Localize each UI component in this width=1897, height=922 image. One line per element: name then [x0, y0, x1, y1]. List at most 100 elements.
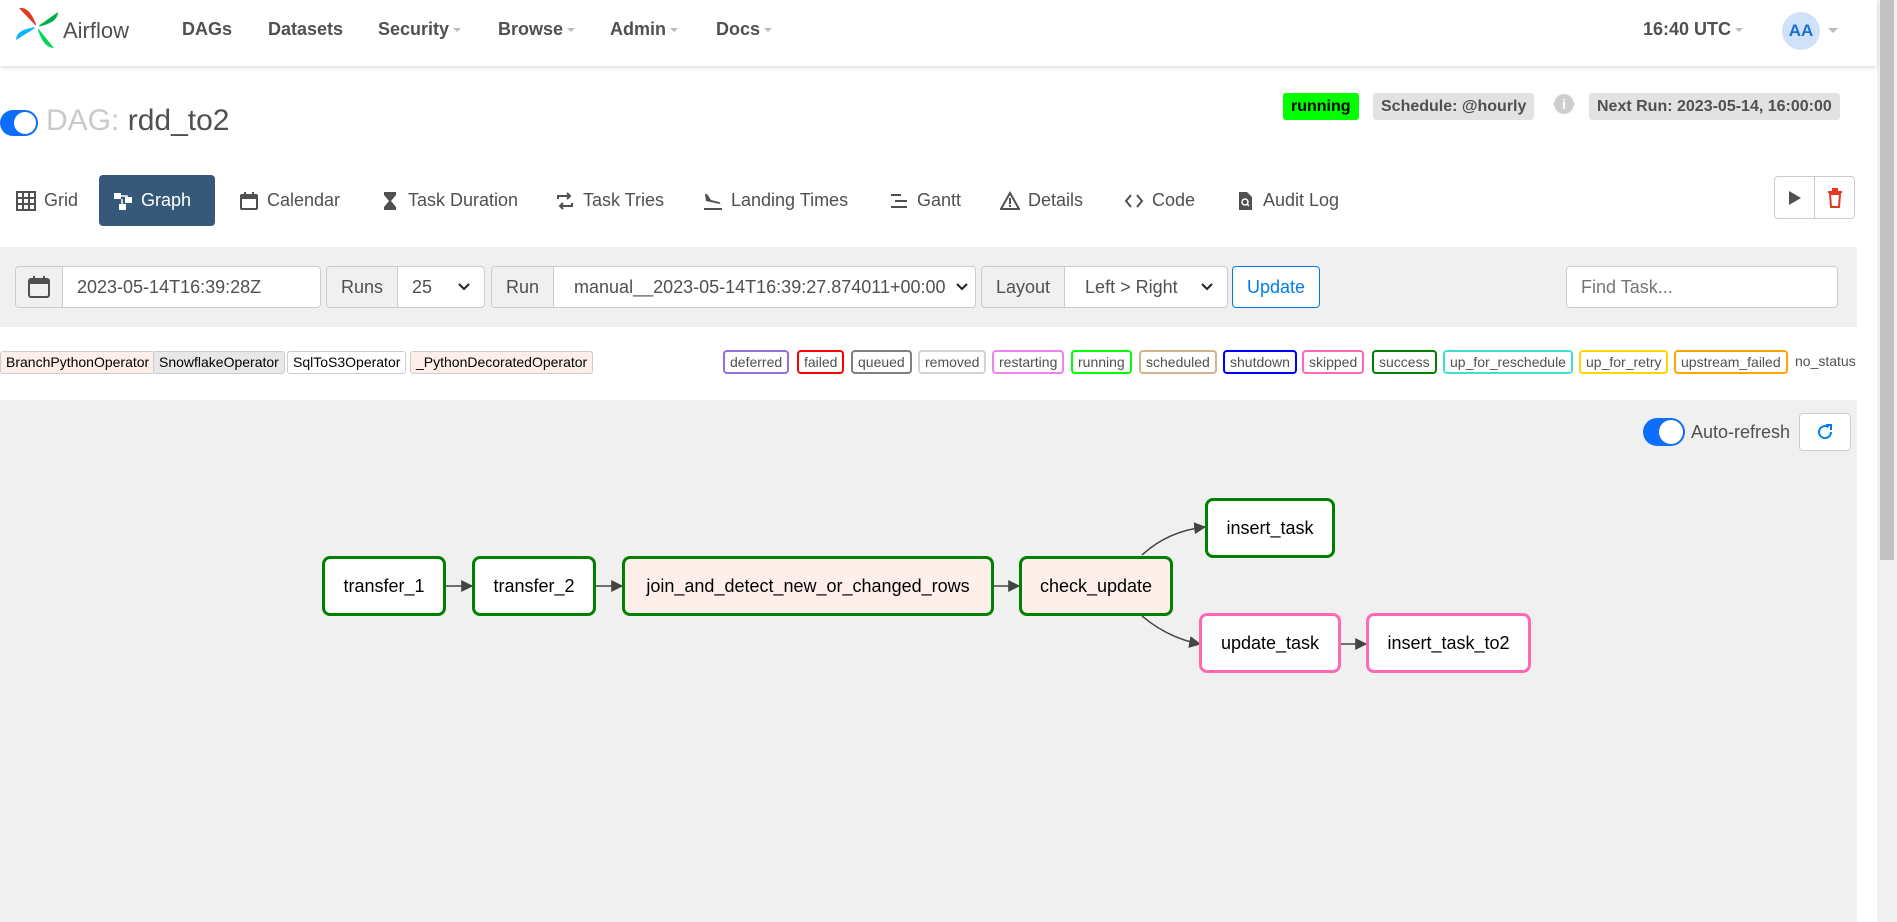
filter-bar: 2023-05-14T16:39:28Z Runs 25 Run manual_…	[0, 247, 1857, 327]
auto-refresh-switch[interactable]	[1643, 418, 1685, 446]
state-tag[interactable]: restarting	[992, 350, 1065, 374]
run-group: Run manual__2023-05-14T16:39:27.874011+0…	[491, 266, 976, 308]
tab-gantt[interactable]: Gantt	[875, 175, 975, 226]
tab-graph-label: Graph	[141, 190, 192, 210]
tab-details-label: Details	[1028, 190, 1084, 210]
run-value: manual__2023-05-14T16:39:27.874011+00:00	[574, 276, 946, 297]
brand-name: Airflow	[63, 18, 130, 43]
nav-admin-label: Admin	[610, 19, 666, 39]
tab-grid[interactable]: Grid	[2, 175, 92, 226]
runs-group: Runs 25	[326, 266, 485, 308]
grid-icon	[16, 190, 36, 211]
brand[interactable]: Airflow	[14, 4, 129, 50]
state-tag[interactable]: removed	[918, 350, 987, 374]
tab-task-duration[interactable]: Task Duration	[366, 175, 532, 226]
state-tag-no-status[interactable]: no_status	[1795, 353, 1856, 369]
tab-task-tries[interactable]: Task Tries	[541, 175, 678, 226]
calendar-icon[interactable]	[16, 267, 63, 307]
nav-dags[interactable]: DAGs	[182, 19, 233, 39]
toggle-knob	[1659, 420, 1683, 444]
runs-select[interactable]: 25	[398, 267, 484, 307]
tab-landing-times[interactable]: Landing Times	[689, 175, 862, 226]
layout-select[interactable]: Left > Right	[1065, 267, 1227, 307]
dag-actions	[1774, 176, 1855, 219]
update-button[interactable]: Update	[1232, 266, 1320, 308]
nav-docs[interactable]: Docs	[716, 19, 772, 40]
task-node[interactable]: transfer_2	[472, 556, 596, 616]
hourglass-icon	[380, 191, 400, 211]
operator-tag[interactable]: BranchPythonOperator	[0, 351, 156, 374]
chevron-down-icon	[955, 283, 968, 291]
state-tag[interactable]: success	[1372, 350, 1437, 374]
calendar-icon	[239, 191, 259, 211]
trash-icon	[1827, 187, 1842, 208]
layout-label: Layout	[982, 267, 1066, 307]
operator-tag[interactable]: _PythonDecoratedOperator	[410, 351, 594, 374]
tab-gantt-label: Gantt	[917, 190, 962, 210]
state-tag[interactable]: up_for_retry	[1579, 350, 1669, 374]
tab-calendar-label: Calendar	[267, 190, 341, 210]
nav-browse[interactable]: Browse	[498, 19, 575, 40]
state-tag[interactable]: queued	[851, 350, 912, 374]
nav-security-label: Security	[378, 19, 450, 39]
run-select[interactable]: manual__2023-05-14T16:39:27.874011+00:00	[554, 267, 975, 307]
chevron-down-icon[interactable]	[1828, 28, 1838, 33]
state-tag[interactable]: shutdown	[1223, 350, 1297, 374]
tab-code[interactable]: Code	[1110, 175, 1209, 226]
task-node[interactable]: insert_task	[1205, 498, 1335, 558]
state-tag[interactable]: failed	[797, 350, 845, 374]
scrollbar[interactable]	[1877, 0, 1897, 922]
edge	[1141, 615, 1202, 648]
task-node[interactable]: transfer_1	[322, 556, 446, 616]
next-run-badge: Next Run: 2023-05-14, 16:00:00	[1589, 93, 1840, 120]
base-date-group: 2023-05-14T16:39:28Z	[15, 266, 321, 308]
scrollbar-thumb[interactable]	[1880, 0, 1894, 560]
state-tag[interactable]: upstream_failed	[1674, 350, 1788, 374]
tab-details[interactable]: Details	[986, 175, 1097, 226]
page-title: DAG: rdd_to2	[46, 104, 229, 138]
info-icon[interactable]: i	[1554, 94, 1574, 114]
tab-graph[interactable]: Graph	[99, 175, 215, 226]
tab-calendar[interactable]: Calendar	[225, 175, 354, 226]
graph-canvas[interactable]: Auto-refresh transfer_1 transfer_2 join_…	[0, 400, 1857, 922]
tab-audit-log[interactable]: Audit Log	[1221, 175, 1353, 226]
schedule-badge: Schedule: @hourly	[1373, 93, 1535, 120]
refresh-button[interactable]	[1799, 413, 1851, 451]
nav-clock[interactable]: 16:40 UTC	[1643, 19, 1743, 40]
state-tag[interactable]: scheduled	[1139, 350, 1217, 374]
operator-tag[interactable]: SqlToS3Operator	[287, 351, 407, 374]
delete-dag-button[interactable]	[1814, 177, 1854, 218]
state-tag[interactable]: up_for_reschedule	[1443, 350, 1573, 374]
operator-tag[interactable]: SnowflakeOperator	[153, 351, 285, 374]
task-node[interactable]: check_update	[1019, 556, 1173, 616]
dag-state-badge: running	[1283, 93, 1359, 120]
state-tag[interactable]: deferred	[723, 350, 790, 374]
graph-icon	[113, 191, 133, 211]
nav-security[interactable]: Security	[378, 19, 461, 40]
runs-label: Runs	[327, 267, 399, 307]
state-tag[interactable]: running	[1071, 350, 1132, 374]
layout-group: Layout Left > Right	[981, 266, 1228, 308]
navbar: Airflow DAGs Datasets Security Browse Ad…	[0, 0, 1877, 66]
auto-refresh-toggle[interactable]: Auto-refresh	[1643, 418, 1790, 446]
auto-refresh-label: Auto-refresh	[1691, 421, 1791, 442]
tab-audit-log-label: Audit Log	[1263, 190, 1340, 210]
base-date-input[interactable]: 2023-05-14T16:39:28Z	[77, 276, 262, 297]
nav-admin[interactable]: Admin	[610, 19, 678, 40]
task-node[interactable]: update_task	[1199, 613, 1341, 673]
task-node[interactable]: insert_task_to2	[1366, 613, 1531, 673]
state-tag[interactable]: skipped	[1302, 350, 1365, 374]
chevron-down-icon	[1201, 283, 1213, 291]
gantt-icon	[889, 191, 909, 211]
play-icon	[1788, 190, 1801, 205]
warning-triangle-icon	[1000, 190, 1020, 211]
task-node[interactable]: join_and_detect_new_or_changed_rows	[622, 556, 994, 616]
tab-task-tries-label: Task Tries	[583, 190, 665, 210]
dag-pause-toggle[interactable]	[0, 110, 38, 136]
find-task-input[interactable]	[1566, 266, 1838, 308]
refresh-icon	[1818, 424, 1833, 440]
trigger-dag-button[interactable]	[1775, 177, 1814, 218]
tab-landing-times-label: Landing Times	[731, 190, 849, 210]
user-avatar[interactable]: AA	[1782, 12, 1820, 50]
nav-datasets[interactable]: Datasets	[268, 19, 344, 39]
